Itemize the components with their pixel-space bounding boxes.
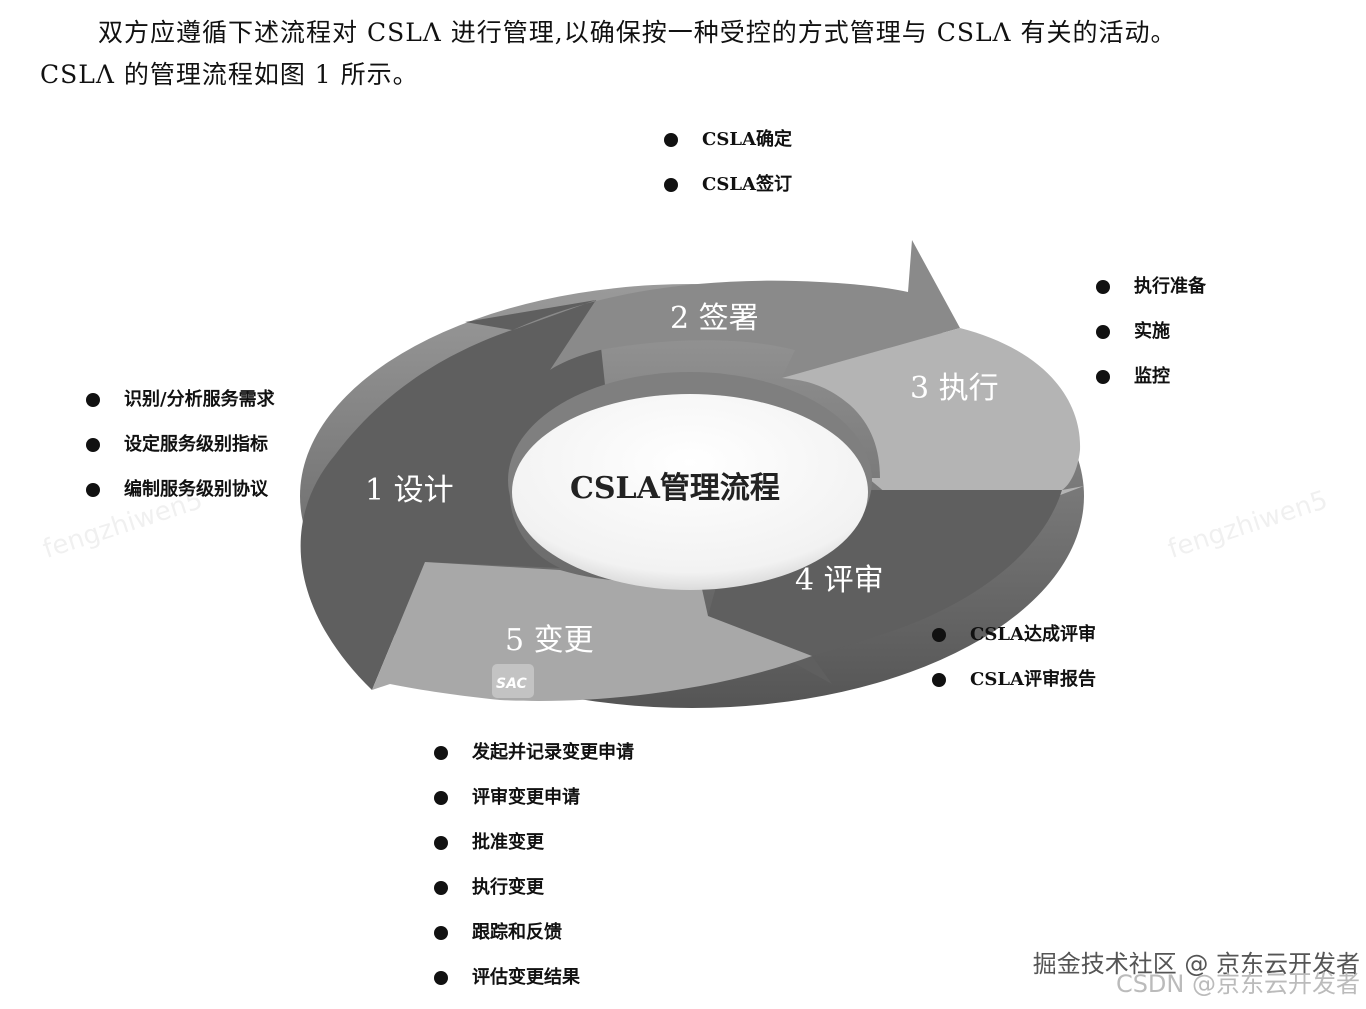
svg-text:SAC: SAC <box>496 676 527 692</box>
bullet-icon <box>434 791 448 805</box>
step-5-label: 5 变更 <box>505 623 594 658</box>
list-item: 评审变更申请 <box>434 784 634 829</box>
step-4-label: 4 评审 <box>795 563 884 598</box>
segment-5-change <box>372 562 812 701</box>
bullet-icon <box>434 971 448 985</box>
step-1-label: 1 设计 <box>365 473 454 508</box>
intro-line-1: 双方应遵循下述流程对 CSLΛ 进行管理,以确保按一种受控的方式管理与 CSLΛ… <box>98 18 1177 47</box>
bullet-icon <box>86 438 100 452</box>
segment-1-design <box>300 300 610 690</box>
bullet-icon <box>664 178 678 192</box>
bullet-icon <box>1096 370 1110 384</box>
list-item: 监控 <box>1096 363 1206 408</box>
sac-badge: SAC <box>492 664 534 698</box>
bullet-icon <box>86 393 100 407</box>
list-item: 执行准备 <box>1096 273 1206 318</box>
intro-paragraph: 双方应遵循下述流程对 CSLΛ 进行管理,以确保按一种受控的方式管理与 CSLΛ… <box>40 12 1340 96</box>
list-item: 设定服务级别指标 <box>86 431 275 476</box>
bullet-icon <box>1096 325 1110 339</box>
segment-3-execute <box>782 328 1084 540</box>
bullet-icon <box>434 836 448 850</box>
juejin-watermark: 掘金技术社区 @ 京东云开发者 <box>1032 950 1360 978</box>
segment-2-sign <box>513 240 960 378</box>
center-title: CSLA管理流程 <box>570 471 780 506</box>
change-bullet-list: 发起并记录变更申请 评审变更申请 批准变更 执行变更 跟踪和反馈 评估变更结果 <box>434 739 634 1009</box>
list-item: 实施 <box>1096 318 1206 363</box>
step-3-label: 3 执行 <box>910 371 999 406</box>
bullet-icon <box>932 673 946 687</box>
list-item: 执行变更 <box>434 874 634 919</box>
bullet-icon <box>434 746 448 760</box>
design-bullet-list: 识别/分析服务需求 设定服务级别指标 编制服务级别协议 <box>86 386 275 521</box>
step-2-label: 2 签署 <box>670 301 759 336</box>
list-item: 评估变更结果 <box>434 964 634 1009</box>
list-item: CSLA达成评审 <box>932 621 1096 666</box>
list-item: CSLA确定 <box>664 126 792 171</box>
list-item: 跟踪和反馈 <box>434 919 634 964</box>
bullet-icon <box>434 926 448 940</box>
list-item: 发起并记录变更申请 <box>434 739 634 784</box>
segment-4-review <box>708 490 1062 684</box>
ring-hole <box>512 394 868 590</box>
list-item: 识别/分析服务需求 <box>86 386 275 431</box>
bullet-icon <box>1096 280 1110 294</box>
intro-line-2: CSLΛ 的管理流程如图 1 所示。 <box>40 60 419 89</box>
sign-bullet-list: CSLA确定 CSLA签订 <box>664 126 792 216</box>
bullet-icon <box>434 881 448 895</box>
bullet-icon <box>664 133 678 147</box>
list-item: CSLA评审报告 <box>932 666 1096 711</box>
bullet-icon <box>932 628 946 642</box>
list-item: 编制服务级别协议 <box>86 476 275 521</box>
csdn-watermark: CSDN @京东云开发者 <box>1115 970 1360 998</box>
review-bullet-list: CSLA达成评审 CSLA评审报告 <box>932 621 1096 711</box>
list-item: 批准变更 <box>434 829 634 874</box>
execute-bullet-list: 执行准备 实施 监控 <box>1096 273 1206 408</box>
bullet-icon <box>86 483 100 497</box>
list-item: CSLA签订 <box>664 171 792 216</box>
